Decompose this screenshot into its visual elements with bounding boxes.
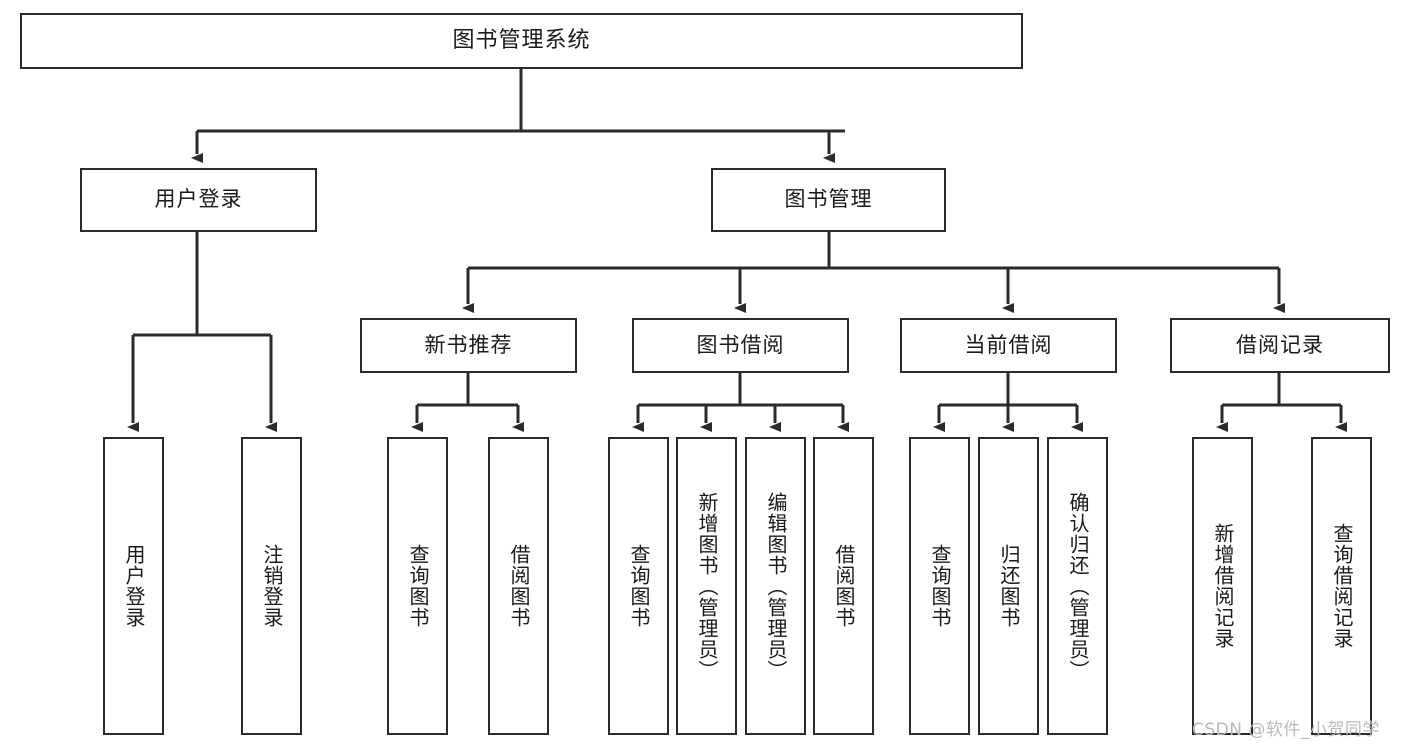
node-book-borrow[interactable]: 图书借阅 [632, 318, 849, 373]
leaf-label: 借阅图书 [507, 544, 531, 628]
leaf-label: 编辑图书（管理员） [764, 491, 788, 681]
leaf-label: 新增图书（管理员） [695, 491, 719, 681]
node-book-borrow-label: 图书借阅 [696, 332, 785, 357]
leaf-user-login-signout[interactable]: 注销登录 [241, 437, 302, 735]
leaf-label: 新增借阅记录 [1211, 523, 1235, 649]
node-root-label: 图书管理系统 [452, 27, 591, 53]
node-current-borrow[interactable]: 当前借阅 [900, 318, 1117, 373]
leaf-newbook-borrow-book[interactable]: 借阅图书 [488, 437, 549, 735]
leaf-label: 查询图书 [928, 544, 952, 628]
leaf-label: 确认归还（管理员） [1066, 491, 1090, 681]
leaf-label: 注销登录 [260, 544, 284, 628]
leaf-newbook-query-book[interactable]: 查询图书 [387, 437, 448, 735]
node-user-login[interactable]: 用户登录 [80, 168, 317, 232]
leaf-label: 用户登录 [122, 544, 146, 628]
leaf-label: 查询图书 [627, 544, 651, 628]
leaf-label: 归还图书 [997, 544, 1021, 628]
node-borrow-record-label: 借阅记录 [1236, 332, 1324, 357]
node-book-management-label: 图书管理 [784, 187, 873, 212]
leaf-current-query-book[interactable]: 查询图书 [909, 437, 970, 735]
leaf-label: 借阅图书 [832, 544, 856, 628]
node-new-book-recommend-label: 新书推荐 [424, 332, 513, 357]
node-root[interactable]: 图书管理系统 [20, 13, 1023, 69]
leaf-label: 查询借阅记录 [1330, 523, 1354, 649]
leaf-current-return-book[interactable]: 归还图书 [978, 437, 1039, 735]
node-book-management[interactable]: 图书管理 [711, 168, 946, 232]
leaf-current-confirm-return-admin[interactable]: 确认归还（管理员） [1047, 437, 1108, 735]
node-user-login-label: 用户登录 [154, 187, 243, 212]
leaf-label: 查询图书 [406, 544, 430, 628]
leaf-borrow-borrow-book[interactable]: 借阅图书 [813, 437, 874, 735]
csdn-watermark: CSDN @软件_小贺同学 [1192, 720, 1380, 740]
node-current-borrow-label: 当前借阅 [964, 332, 1053, 357]
leaf-record-query-record[interactable]: 查询借阅记录 [1311, 437, 1372, 735]
leaf-record-add-record[interactable]: 新增借阅记录 [1192, 437, 1253, 735]
leaf-user-login-signin[interactable]: 用户登录 [103, 437, 164, 735]
node-new-book-recommend[interactable]: 新书推荐 [360, 318, 577, 373]
leaf-borrow-add-book-admin[interactable]: 新增图书（管理员） [676, 437, 737, 735]
node-borrow-record[interactable]: 借阅记录 [1170, 318, 1390, 373]
leaf-borrow-edit-book-admin[interactable]: 编辑图书（管理员） [745, 437, 806, 735]
leaf-borrow-query-book[interactable]: 查询图书 [608, 437, 669, 735]
